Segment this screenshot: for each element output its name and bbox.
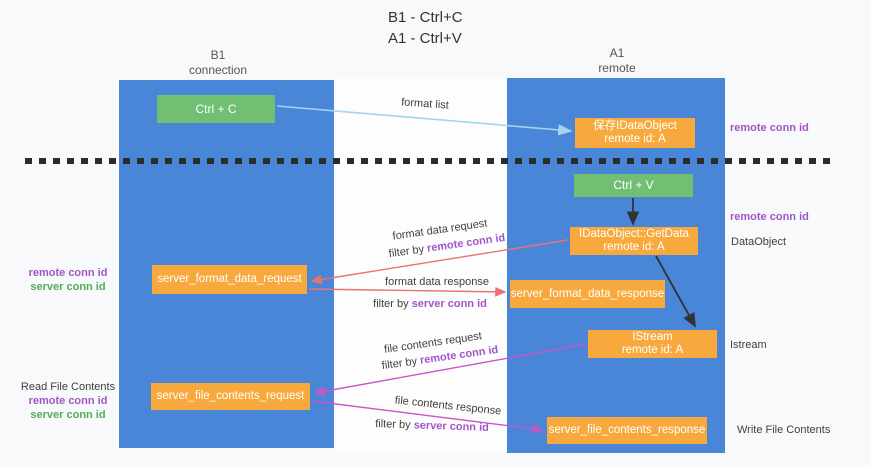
node-ctrl-c: Ctrl + C <box>157 95 275 123</box>
server-conn-id-keyword: server conn id <box>411 298 487 310</box>
annotation-remote-conn-id-mid: remote conn id <box>730 211 809 223</box>
annotation-group-format-ids: remote conn id server conn id <box>13 266 123 294</box>
node-idataobject-getdata-line2: remote id: A <box>603 241 665 253</box>
server-conn-id-keyword: server conn id <box>413 419 490 434</box>
annotation-group-file-ids: Read File Contents remote conn id server… <box>13 380 123 422</box>
filter-by-prefix: filter by <box>374 418 414 432</box>
lifeline-b1-role: connection <box>188 63 248 77</box>
node-server-file-contents-request-label: server_file_contents_request <box>156 390 305 402</box>
diagram-title: B1 - Ctrl+C A1 - Ctrl+V <box>388 7 463 49</box>
node-ctrl-v-label: Ctrl + V <box>613 178 654 192</box>
node-server-format-data-request: server_format_data_request <box>152 265 307 294</box>
title-line-1: B1 - Ctrl+C <box>388 9 463 26</box>
node-server-format-data-response: server_format_data_response <box>510 280 665 308</box>
annotation-istream: Istream <box>730 339 767 351</box>
node-server-file-contents-response-label: server_file_contents_response <box>548 424 706 436</box>
annotation-left2-server-conn-id: server conn id <box>30 409 106 421</box>
node-save-idataobject-line2: remote id: A <box>604 133 666 145</box>
annotation-left-server-conn-id: server conn id <box>30 281 106 293</box>
node-idataobject-getdata: IDataObject::GetData remote id: A <box>570 227 698 255</box>
node-istream-line2: remote id: A <box>621 344 684 356</box>
node-idataobject-getdata-line1: IDataObject::GetData <box>579 228 689 240</box>
annotation-remote-conn-id-top: remote conn id <box>730 122 809 134</box>
annotation-left-remote-conn-id: remote conn id <box>28 267 108 279</box>
annotation-write-file-contents: Write File Contents <box>737 424 831 436</box>
node-istream: IStream remote id: A <box>588 330 717 358</box>
lifeline-b1-name: B1 <box>210 48 226 62</box>
lifeline-header-b1: B1 connection <box>158 48 278 78</box>
lifeline-a1-name: A1 <box>609 46 625 60</box>
node-server-format-data-response-label: server_format_data_response <box>510 287 665 300</box>
node-server-file-contents-response: server_file_contents_response <box>547 417 707 444</box>
edge-label-format-data-response: format data response <box>385 276 489 288</box>
title-line-2: A1 - Ctrl+V <box>388 30 462 47</box>
annotation-read-file-contents: Read File Contents <box>20 381 116 393</box>
edge-label-filter-by-server-1: filter by server conn id <box>373 298 487 310</box>
node-save-idataobject: 保存IDataObject remote id: A <box>575 118 695 148</box>
node-istream-line1: IStream <box>632 331 673 343</box>
annotation-left2-remote-conn-id: remote conn id <box>28 395 108 407</box>
node-save-idataobject-line1: 保存IDataObject <box>593 120 677 132</box>
annotation-dataobject: DataObject <box>731 236 787 248</box>
filter-by-prefix: filter by <box>373 298 412 310</box>
node-server-file-contents-request: server_file_contents_request <box>151 383 310 410</box>
lifeline-header-a1: A1 remote <box>557 46 677 76</box>
node-ctrl-c-label: Ctrl + C <box>195 101 237 116</box>
lifeline-a1-role: remote <box>598 61 636 75</box>
node-server-format-data-request-label: server_format_data_request <box>157 273 302 285</box>
node-ctrl-v: Ctrl + V <box>574 174 693 197</box>
